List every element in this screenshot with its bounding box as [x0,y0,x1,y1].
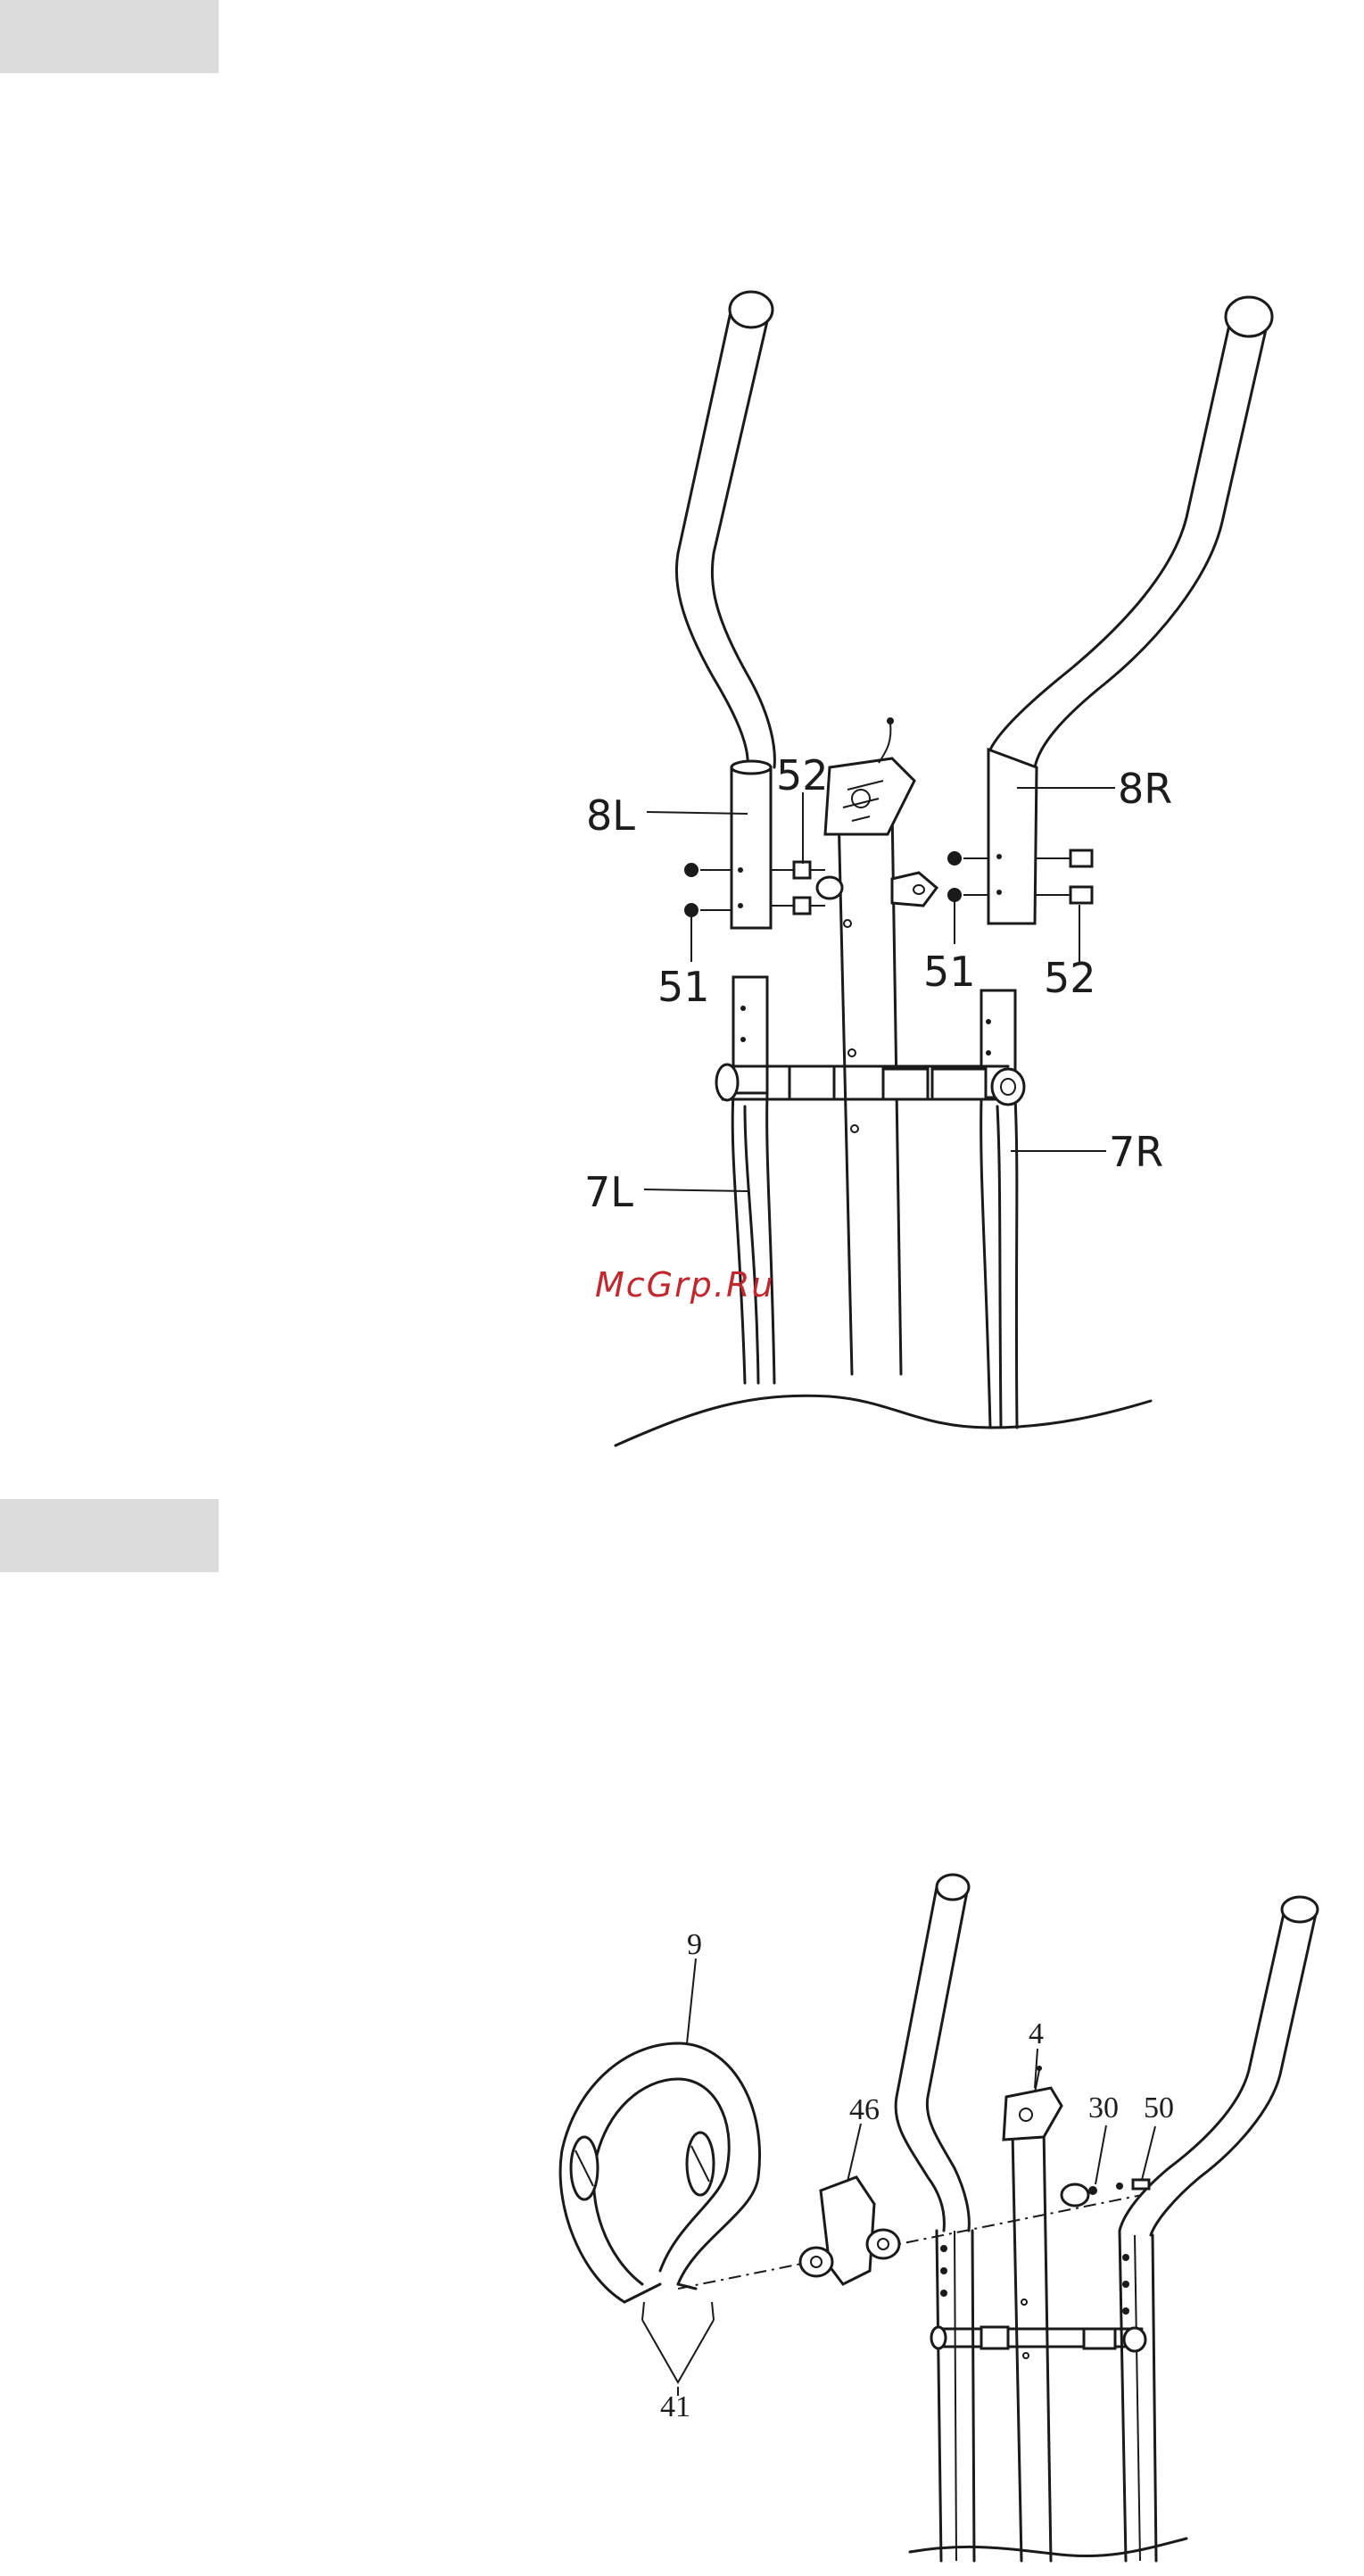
label-51-right: 51 [923,948,976,996]
center-mast [1004,2066,1088,2561]
label-4: 4 [1029,2017,1044,2050]
rear-handlebar [896,1875,974,2561]
label-7r: 7R [1109,1128,1163,1176]
floor-line [910,2539,1186,2556]
center-mast [817,717,937,1374]
label-52-left: 52 [776,751,829,799]
lower-right-arm-7r [981,990,1017,1428]
floor-line [616,1396,1151,1445]
label-8r: 8R [1118,765,1172,813]
lower-left-arm-7l [732,977,774,1383]
label-52-right: 52 [1044,954,1096,1002]
fasteners-30-50 [1088,2180,1149,2195]
axle [931,2327,1145,2351]
label-8l: 8L [586,791,635,840]
cover-46 [800,2177,899,2284]
watermark-text: McGrp.Ru [595,1265,774,1305]
front-handlebar-9 [560,2043,759,2302]
right-handlebar [1120,1897,1318,2561]
label-51-left: 51 [657,963,710,1011]
end-caps-41 [642,2302,714,2382]
label-7l: 7L [584,1168,633,1216]
label-9: 9 [687,1928,702,1961]
label-41: 41 [660,2390,690,2423]
label-50: 50 [1144,2091,1174,2125]
assembly-diagram-step-2: 9 41 46 4 30 50 [0,1499,1364,2576]
right-handlebar-8r [988,297,1272,924]
label-30: 30 [1088,2091,1119,2125]
label-46: 46 [849,2093,880,2126]
left-handlebar-8l [676,292,774,928]
assembly-axis-line [678,2195,1142,2289]
assembly-diagram-step-1: 8L 8R 7L 7R 52 52 51 51 McGrp.Ru [0,0,1364,1499]
